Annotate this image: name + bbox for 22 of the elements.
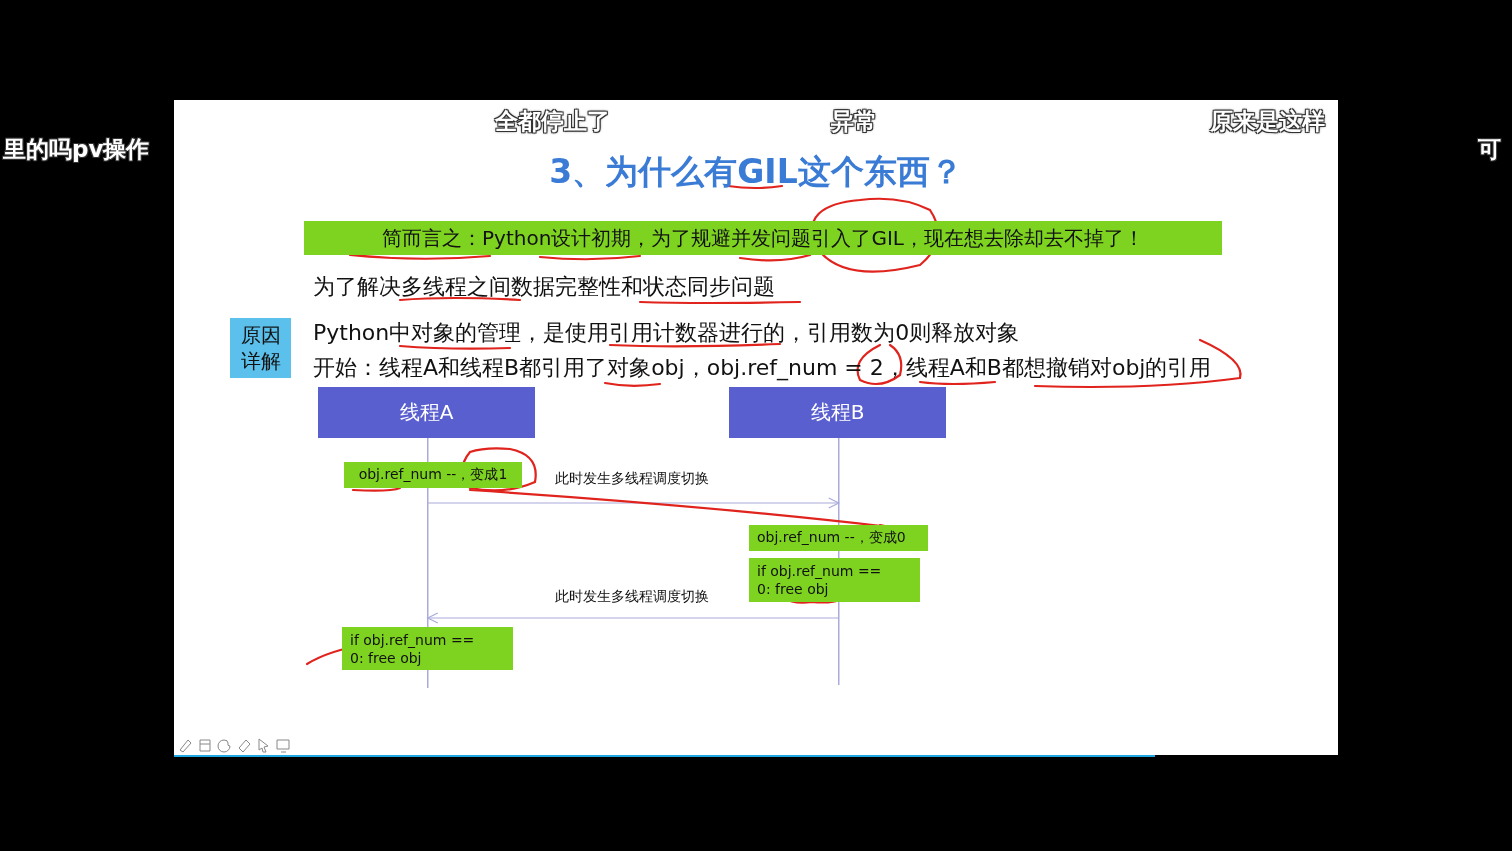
message-arrow (426, 612, 840, 624)
thread-header-box: 线程A (318, 387, 535, 438)
edge-label: 此时发生多线程调度切换 (553, 588, 712, 606)
edge-label: 此时发生多线程调度切换 (553, 470, 712, 488)
code-box: if obj.ref_num == 0: free obj (342, 627, 513, 670)
code-box: if obj.ref_num == 0: free obj (749, 558, 920, 602)
summary-banner: 简而言之：Python设计初期，为了规避并发问题引入了GIL，现在想去除却去不掉了！ (304, 221, 1222, 255)
comment-text: 全都停止了 (495, 107, 610, 136)
message-arrow (427, 497, 841, 509)
thread-header-box: 线程B (729, 387, 946, 438)
step-box: obj.ref_num --，变成1 (344, 462, 522, 488)
comment-text: 异常 (831, 107, 877, 136)
body-text: 为了解决多线程之间数据完整性和状态同步问题 (313, 273, 775, 301)
lifeline (838, 438, 840, 685)
tag-box: 原因详解 (230, 318, 291, 378)
slide-title: 3、为什么有GIL这个东西？ (548, 151, 964, 193)
comment-text: 原来是这样 (1210, 107, 1325, 136)
body-text: Python中对象的管理，是使用引用计数器进行的，引用数为0则释放对象 (313, 319, 1020, 347)
step-box: obj.ref_num --，变成0 (749, 525, 928, 551)
lifeline (427, 438, 429, 688)
comment-text: 可 (1478, 135, 1501, 164)
comment-text: 里的吗pv操作 (3, 135, 150, 164)
